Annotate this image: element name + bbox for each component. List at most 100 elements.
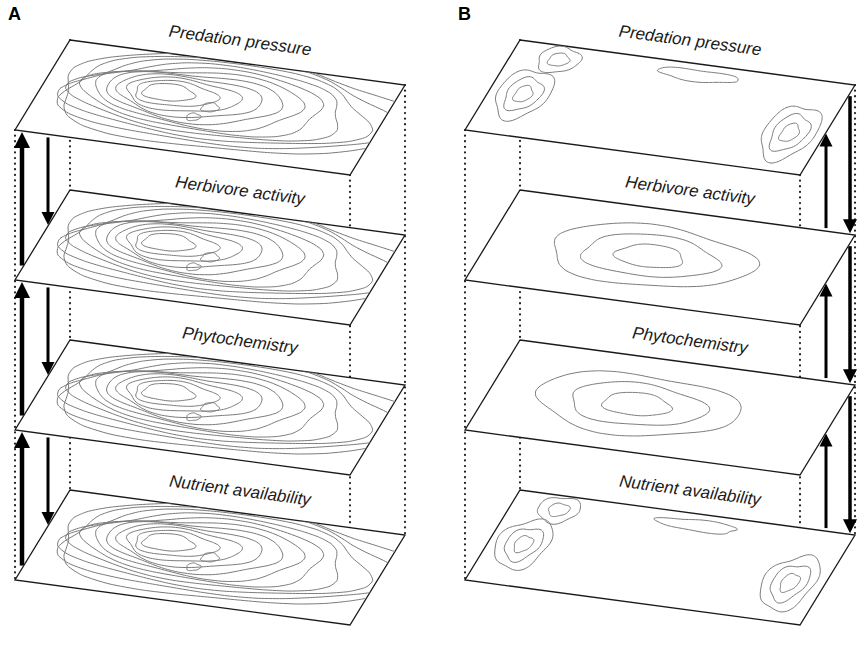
contour-line xyxy=(580,234,722,277)
contour-line xyxy=(535,371,741,436)
contour-line xyxy=(547,53,570,66)
plane-layer: Nutrient availability xyxy=(455,460,855,630)
contour-line xyxy=(573,382,710,426)
panel-letter: B xyxy=(458,4,471,25)
projection-line xyxy=(854,85,856,535)
arrow-shaft xyxy=(20,446,25,566)
contour-line xyxy=(57,356,405,448)
plane-layer: Phytochemistry xyxy=(455,310,855,480)
contour-line xyxy=(654,518,738,534)
contour-line xyxy=(548,503,570,517)
plane-outline xyxy=(15,190,405,325)
contour-line xyxy=(96,221,305,282)
projection-line xyxy=(14,130,16,580)
plane-outline xyxy=(15,340,405,475)
contour-line xyxy=(58,59,373,143)
contour-line xyxy=(79,68,323,137)
layer-title: Predation pressure xyxy=(167,22,312,61)
feedback-arrow xyxy=(42,287,55,375)
feedback-arrow xyxy=(14,132,30,266)
plane-outline xyxy=(15,40,405,175)
layer-title: Phytochemistry xyxy=(631,323,749,358)
contour-line xyxy=(126,377,242,411)
layer-title: Nutrient availability xyxy=(168,472,312,511)
contour-line xyxy=(58,209,373,293)
arrow-head xyxy=(14,282,30,298)
plane-layer: Nutrient availability xyxy=(5,460,405,630)
arrow-head xyxy=(843,369,857,383)
contour-line xyxy=(57,506,405,598)
layer-title: Nutrient availability xyxy=(618,472,762,511)
feedback-arrow xyxy=(820,133,833,228)
plane-layer: Herbivore activity xyxy=(455,160,855,330)
arrow-head xyxy=(14,132,30,148)
arrow-shaft xyxy=(20,296,25,416)
contour-line xyxy=(64,53,432,154)
contour-line xyxy=(96,71,305,132)
feedback-arrow xyxy=(42,137,55,225)
projection-line xyxy=(404,85,406,535)
feedback-arrow xyxy=(14,432,30,566)
arrow-shaft xyxy=(848,246,852,371)
contour-line xyxy=(770,566,811,603)
layer-title: Herbivore activity xyxy=(624,172,756,209)
contour-line xyxy=(66,63,338,141)
plane-outline xyxy=(465,340,855,475)
projection-line xyxy=(464,130,466,580)
plane-outline xyxy=(465,490,855,625)
contour-line xyxy=(64,203,432,304)
contour-line xyxy=(136,530,221,556)
contour-line xyxy=(64,353,432,454)
contour-line xyxy=(769,114,811,152)
contour-line xyxy=(761,106,822,163)
plane-outline xyxy=(465,40,855,175)
arrow-shaft xyxy=(825,294,828,378)
contour-line xyxy=(57,206,405,298)
feedback-arrow xyxy=(843,246,857,383)
contour-line xyxy=(79,218,323,287)
feedback-arrow xyxy=(843,396,857,533)
contour-line xyxy=(554,223,759,287)
plane-outline xyxy=(15,490,405,625)
arrow-head xyxy=(843,519,857,533)
contour-line xyxy=(514,536,534,553)
contour-line xyxy=(142,84,197,102)
contour-line xyxy=(142,234,197,252)
contour-line xyxy=(187,263,201,271)
contour-line xyxy=(537,498,580,525)
layer-title: Herbivore activity xyxy=(174,172,306,209)
contour-line xyxy=(142,384,197,402)
arrow-shaft xyxy=(47,437,50,514)
contour-line xyxy=(539,46,583,73)
contour-line xyxy=(201,403,220,412)
layer-title: Predation pressure xyxy=(617,22,762,61)
contour-line xyxy=(780,573,800,592)
contour-line xyxy=(495,70,554,121)
arrow-shaft xyxy=(825,144,828,228)
contour-line xyxy=(504,77,545,111)
contour-line xyxy=(187,413,201,421)
arrow-shaft xyxy=(848,96,852,221)
contour-line xyxy=(66,213,338,291)
plane-layer: Herbivore activity xyxy=(5,160,405,330)
plane-layer: Phytochemistry xyxy=(5,310,405,480)
contour-line xyxy=(79,368,323,437)
contour-line xyxy=(602,392,673,415)
contour-line xyxy=(187,113,201,121)
contour-line xyxy=(96,371,305,432)
contour-line xyxy=(136,80,221,106)
arrow-shaft xyxy=(848,396,852,521)
contour-line xyxy=(201,103,220,112)
contour-line xyxy=(778,123,799,141)
contour-line xyxy=(57,56,405,148)
contour-line xyxy=(513,85,534,101)
contour-line xyxy=(126,527,242,561)
contour-line xyxy=(201,553,220,562)
feedback-arrow xyxy=(843,96,857,233)
contour-line xyxy=(136,230,221,256)
panel-letter: A xyxy=(8,4,21,25)
contour-line xyxy=(136,380,221,406)
arrow-head xyxy=(843,219,857,233)
contour-line xyxy=(66,513,338,591)
